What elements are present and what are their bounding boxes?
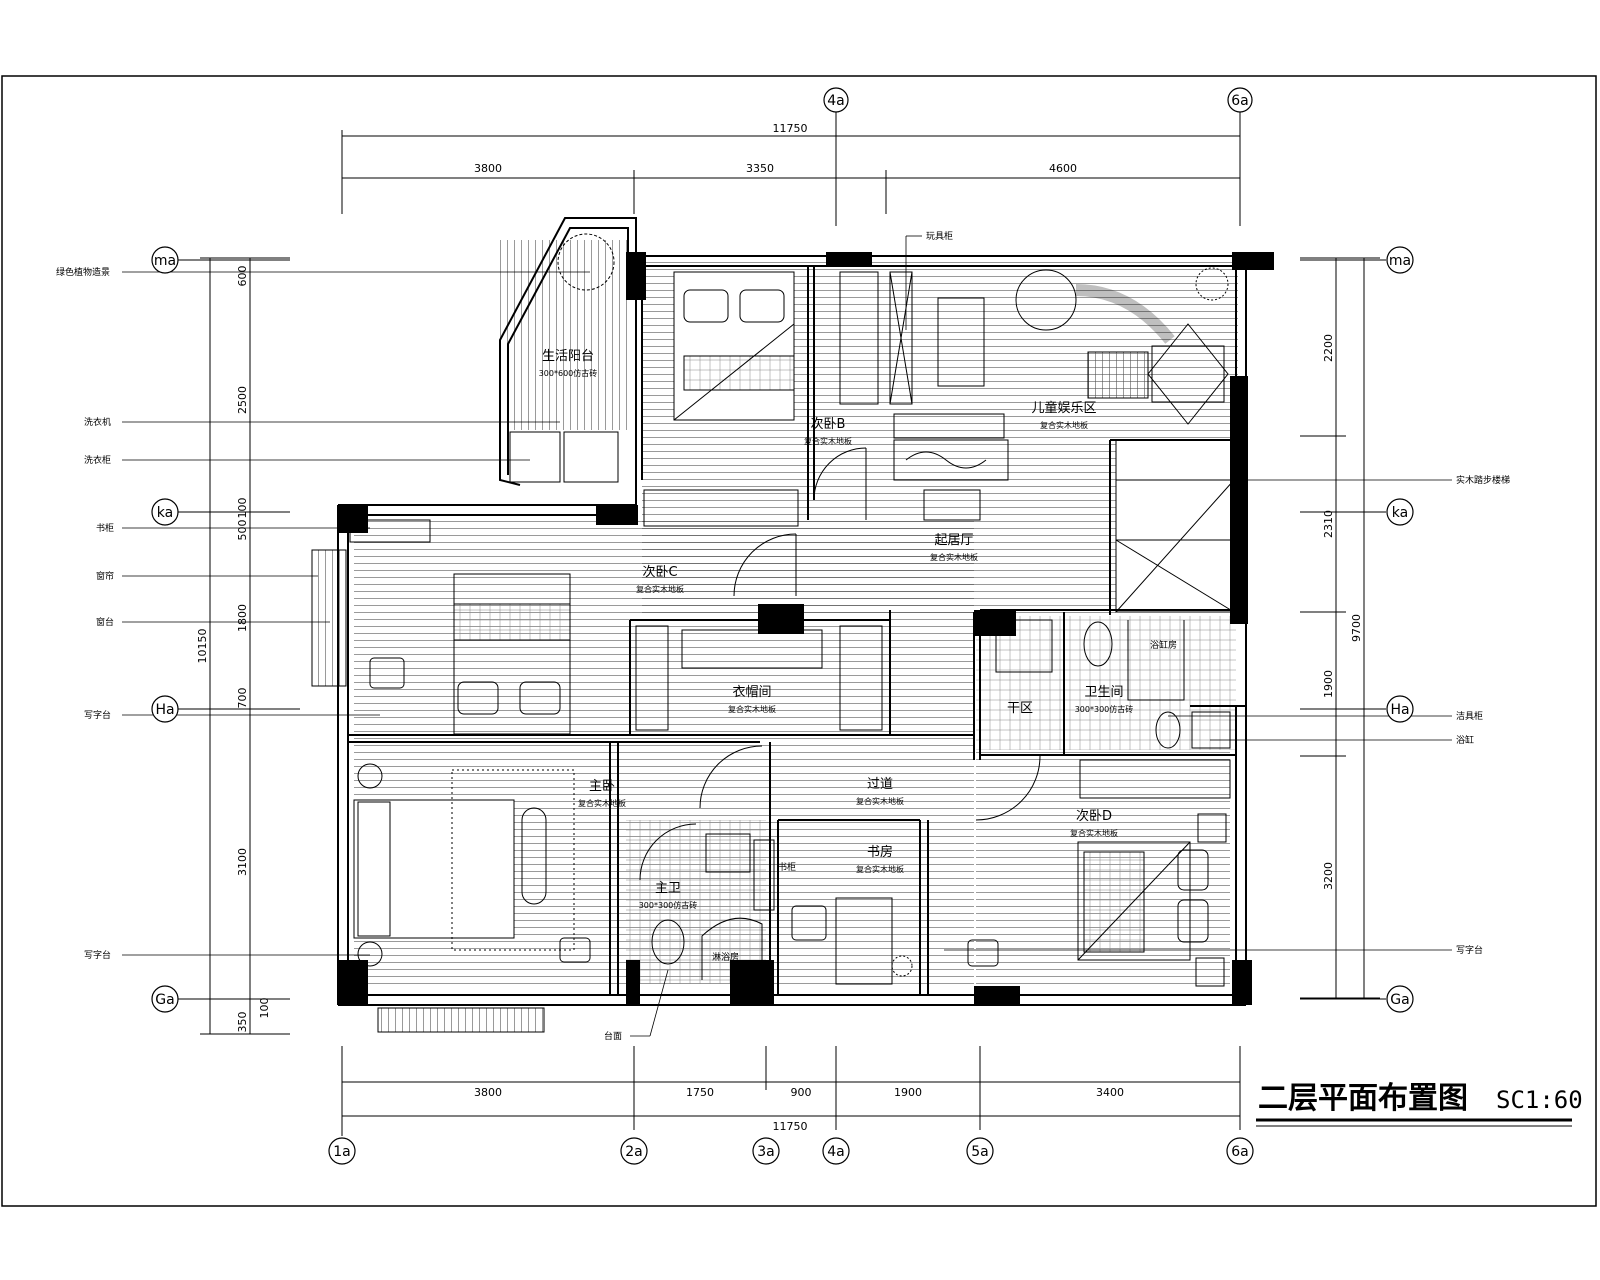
dim-left-4: 500 bbox=[236, 520, 249, 541]
dim-top-2: 3350 bbox=[746, 162, 774, 175]
drawing-scale: SC1:60 bbox=[1496, 1086, 1583, 1114]
dim-bottom-5: 3400 bbox=[1096, 1086, 1124, 1099]
room-master: 主卧 bbox=[589, 779, 615, 794]
tag-laundry-cabinet: 洗衣柜 bbox=[84, 454, 111, 466]
axis-bottom-6a: 6a bbox=[1231, 1144, 1249, 1160]
dim-right-3: 1900 bbox=[1322, 670, 1335, 698]
dim-left-3: 100 bbox=[236, 498, 249, 519]
room-kids: 儿童娱乐区 bbox=[1031, 400, 1096, 416]
axis-top-4a: 4a bbox=[827, 93, 845, 109]
dim-left-1: 600 bbox=[236, 266, 249, 287]
dim-top-total: 11750 bbox=[773, 122, 808, 135]
tag-wood-stairs: 实木踏步楼梯 bbox=[1456, 474, 1510, 486]
room-bedroom-b-material: 复合实木地板 bbox=[804, 436, 852, 446]
tag-bookcase: 书柜 bbox=[96, 522, 114, 534]
room-corridor: 过道 bbox=[867, 777, 893, 792]
axis-bottom-3a: 3a bbox=[757, 1144, 775, 1160]
room-master-material: 复合实木地板 bbox=[578, 798, 626, 808]
room-wash: 干区 bbox=[1007, 701, 1033, 716]
room-bedroom-c: 次卧C bbox=[642, 564, 677, 580]
dim-left-7: 3100 bbox=[236, 848, 249, 876]
axis-bubbles bbox=[151, 87, 1414, 1165]
axis-bottom-2a: 2a bbox=[625, 1144, 643, 1160]
drawing-frame bbox=[1, 75, 1597, 1207]
room-bedroom-b: 次卧B bbox=[811, 416, 846, 432]
dim-bottom-total: 11750 bbox=[773, 1120, 808, 1133]
room-bath-material: 300*300仿古砖 bbox=[1075, 704, 1134, 714]
room-master-bath: 主卫 bbox=[655, 881, 681, 896]
room-cloak-material: 复合实木地板 bbox=[728, 704, 776, 714]
dim-right-4: 3200 bbox=[1322, 862, 1335, 890]
columns bbox=[338, 252, 1274, 1005]
tag-desk-left-1: 写字台 bbox=[84, 709, 111, 721]
axis-bottom-4a: 4a bbox=[827, 1144, 845, 1160]
dim-right-1: 2200 bbox=[1322, 334, 1335, 362]
dim-right-2: 2310 bbox=[1322, 510, 1335, 538]
tag-countertop: 台面 bbox=[604, 1030, 622, 1042]
dim-bottom-2: 1750 bbox=[686, 1086, 714, 1099]
room-bedroom-d: 次卧D bbox=[1076, 808, 1112, 824]
room-living: 起居厅 bbox=[934, 533, 973, 548]
axis-right-ka: ka bbox=[1392, 505, 1408, 521]
room-master-bath-material: 300*300仿古砖 bbox=[639, 900, 698, 910]
room-corridor-material: 复合实木地板 bbox=[856, 796, 904, 806]
room-bedroom-d-material: 复合实木地板 bbox=[1070, 828, 1118, 838]
axis-bottom-5a: 5a bbox=[971, 1144, 989, 1160]
tag-toy-cabinet: 玩具柜 bbox=[926, 230, 953, 242]
tag-window-sill: 窗台 bbox=[96, 616, 114, 628]
annotation-tags: 绿色植物造景 洗衣机 洗衣柜 书柜 窗帘 窗台 写字台 写字台 实木踏步楼梯 洁… bbox=[56, 230, 1510, 1042]
room-labels: 生活阳台 300*600仿古砖 次卧B 复合实木地板 儿童娱乐区 复合实木地板 … bbox=[539, 349, 1134, 910]
dim-top-3: 4600 bbox=[1049, 162, 1077, 175]
axis-right-ha: Ha bbox=[1390, 702, 1409, 718]
tag-plant-landscape: 绿色植物造景 bbox=[56, 266, 110, 278]
dim-left-2: 2500 bbox=[236, 386, 249, 414]
axis-left-ha: Ha bbox=[155, 702, 174, 718]
tag-study-bookcase: 书柜 bbox=[778, 861, 796, 873]
tag-bathtub-room: 浴缸房 bbox=[1150, 639, 1177, 651]
axis-top-6a: 6a bbox=[1231, 93, 1249, 109]
tag-sanitary-cabinet: 洁具柜 bbox=[1456, 710, 1483, 722]
axis-bottom-1a: 1a bbox=[333, 1144, 351, 1160]
axis-left-ga: Ga bbox=[155, 992, 174, 1008]
dim-bottom-3: 900 bbox=[791, 1086, 812, 1099]
room-balcony: 生活阳台 bbox=[542, 349, 594, 364]
axis-right-ma: ma bbox=[1389, 253, 1411, 269]
room-bedroom-c-material: 复合实木地板 bbox=[636, 584, 684, 594]
tag-shower-room: 淋浴房 bbox=[712, 951, 739, 963]
annotation-leaders bbox=[122, 235, 1452, 1037]
dim-left-6: 700 bbox=[236, 688, 249, 709]
axis-left-ka: ka bbox=[157, 505, 173, 521]
walls bbox=[337, 217, 1270, 1006]
dim-bottom-1: 3800 bbox=[474, 1086, 502, 1099]
tag-washing-machine: 洗衣机 bbox=[84, 416, 111, 428]
tag-curtain: 窗帘 bbox=[96, 570, 114, 582]
room-kids-material: 复合实木地板 bbox=[1040, 420, 1088, 430]
room-study-material: 复合实木地板 bbox=[856, 864, 904, 874]
dim-right-outer: 9700 bbox=[1350, 614, 1363, 642]
dim-left-5: 1800 bbox=[236, 604, 249, 632]
dim-left-outer: 10150 bbox=[196, 629, 209, 664]
tag-bathtub: 浴缸 bbox=[1456, 734, 1474, 746]
room-bath: 卫生间 bbox=[1084, 685, 1123, 700]
floor-hatch bbox=[354, 240, 1238, 984]
axis-right-ga: Ga bbox=[1390, 992, 1409, 1008]
room-cloak: 衣帽间 bbox=[732, 684, 771, 700]
dim-left-8: 100 bbox=[258, 998, 271, 1019]
tag-desk-right: 写字台 bbox=[1456, 944, 1483, 956]
furniture bbox=[311, 233, 1235, 1033]
axis-left-ma: ma bbox=[154, 253, 176, 269]
room-balcony-material: 300*600仿古砖 bbox=[539, 368, 598, 378]
axis-leaders bbox=[178, 112, 1386, 1136]
room-study: 书房 bbox=[867, 844, 893, 860]
tag-desk-left-2: 写字台 bbox=[84, 949, 111, 961]
dim-left-9: 350 bbox=[236, 1012, 249, 1033]
dim-top-1: 3800 bbox=[474, 162, 502, 175]
room-living-material: 复合实木地板 bbox=[930, 552, 978, 562]
dim-bottom-4: 1900 bbox=[894, 1086, 922, 1099]
drawing-title: 二层平面布置图 bbox=[1258, 1081, 1468, 1116]
